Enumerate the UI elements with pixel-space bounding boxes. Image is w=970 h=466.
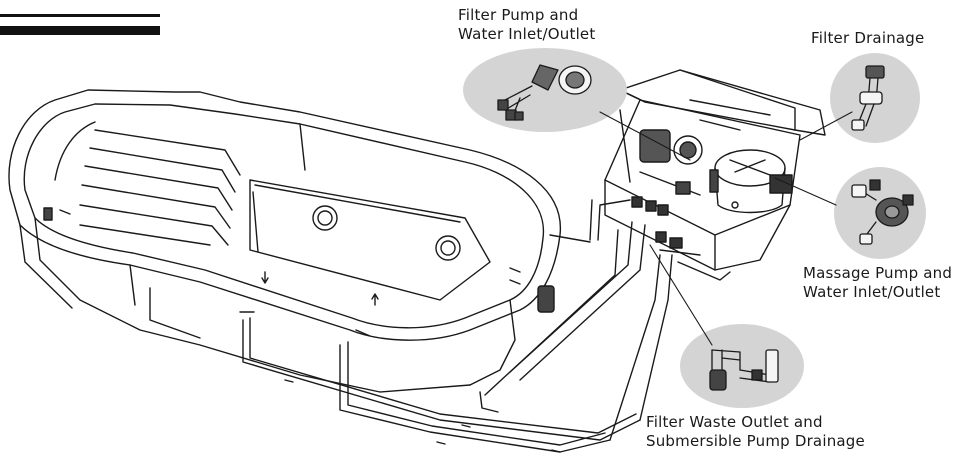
callout-filter-drainage: Filter Drainage (811, 29, 924, 48)
massage-pump-icon (851, 179, 914, 245)
callout-massage-pump-line1: Massage Pump and (803, 264, 953, 282)
callout-filter-pump-line2: Water Inlet/Outlet (458, 25, 596, 43)
callout-filter-pump: Filter Pump and Water Inlet/Outlet (458, 6, 595, 44)
pool-inlet-fittings (43, 205, 555, 313)
bubble-filter-waste (680, 324, 804, 408)
filter-pump-icon (497, 64, 592, 121)
callout-filter-waste: Filter Waste Outlet and Submersible Pump… (646, 413, 865, 451)
filter-waste-icon (709, 349, 779, 391)
bubble-filter-pump (463, 48, 627, 132)
callout-filter-waste-line1: Filter Waste Outlet and (646, 413, 823, 431)
filter-drainage-icon (851, 65, 885, 131)
pool-shell (8, 89, 561, 393)
bubble-icons (497, 64, 914, 391)
header-rule-thin (0, 14, 160, 17)
callout-massage-pump-line2: Water Inlet/Outlet (803, 283, 941, 301)
callout-filter-waste-line2: Submersible Pump Drainage (646, 432, 865, 450)
callout-bubbles (463, 48, 926, 408)
callout-filter-drainage-line1: Filter Drainage (811, 29, 925, 47)
header-rule-thick (0, 26, 160, 35)
equipment-box (604, 69, 826, 271)
leader-lines (599, 111, 853, 346)
callout-massage-pump: Massage Pump and Water Inlet/Outlet (803, 264, 952, 302)
callout-filter-pump-line1: Filter Pump and (458, 6, 579, 24)
pipe-network (239, 199, 731, 453)
